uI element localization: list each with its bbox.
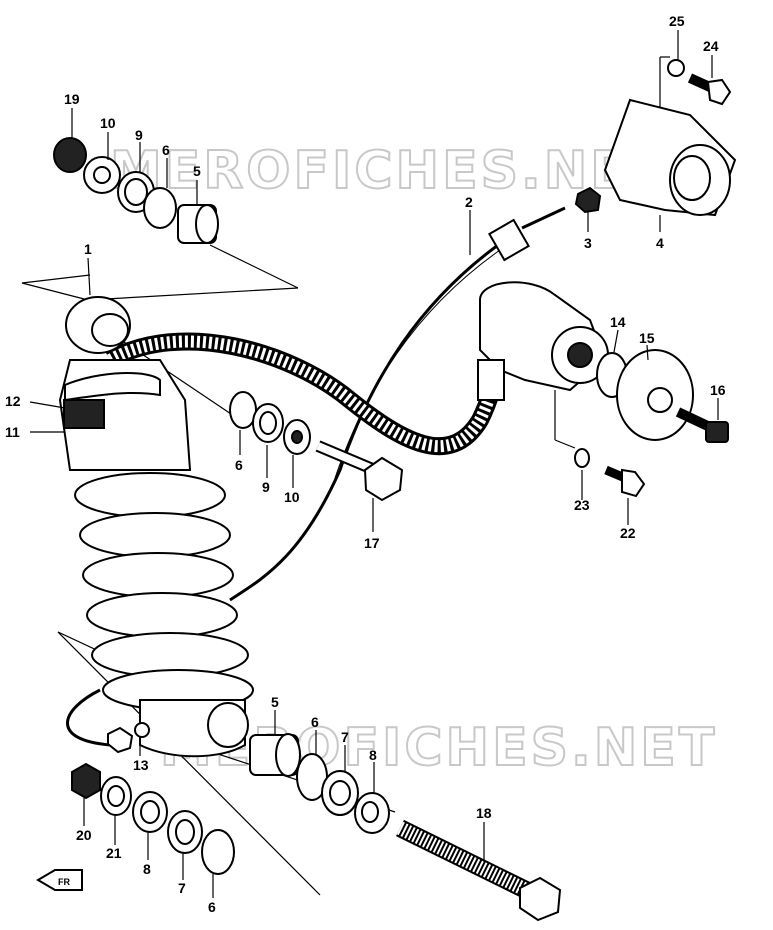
callout-17: 17: [364, 535, 380, 551]
callout-20: 20: [76, 827, 92, 843]
callout-6-middle: 6: [235, 457, 243, 473]
callout-23: 23: [574, 497, 590, 513]
bolt-18-head: [519, 876, 562, 922]
callout-10-top: 10: [100, 115, 116, 131]
nut-19: [53, 137, 87, 173]
callout-5-top: 5: [193, 163, 201, 179]
bolt-18: [396, 819, 562, 922]
reservoir-assembly: [477, 281, 729, 443]
upper-bushing-set: [53, 137, 219, 244]
oring-6d: [201, 829, 235, 875]
callout-7-right: 7: [341, 729, 349, 745]
callout-6-top: 6: [162, 142, 170, 158]
nut-3: [574, 186, 602, 214]
callout-19: 19: [64, 91, 80, 107]
callout-14: 14: [610, 314, 626, 330]
callout-10-middle: 10: [284, 489, 300, 505]
callout-1: 1: [84, 241, 92, 257]
callout-7-left: 7: [178, 880, 186, 896]
reservoir-neck: [477, 359, 505, 401]
front-arrow-label: FR: [58, 877, 70, 887]
callout-2: 2: [465, 194, 473, 210]
callout-6-bottom: 6: [311, 714, 319, 730]
callout-13: 13: [133, 757, 149, 773]
callout-12: 12: [5, 393, 21, 409]
bolt-17-head: [363, 456, 404, 502]
callout-24: 24: [703, 38, 719, 54]
callout-22: 22: [620, 525, 636, 541]
washer-25: [667, 59, 685, 77]
callout-21: 21: [106, 845, 122, 861]
lower-bushing-left: [71, 722, 235, 875]
lower-bushing-right: [249, 733, 390, 834]
callout-9-top: 9: [135, 127, 143, 143]
callout-16: 16: [710, 382, 726, 398]
bolt-22: [621, 468, 646, 498]
callout-6-lower-left: 6: [208, 899, 216, 915]
preload-adjuster: [63, 399, 105, 429]
hose-fitting: [488, 218, 530, 262]
front-arrow-icon: FR: [36, 869, 83, 891]
adjuster-hose: [66, 206, 566, 747]
callout-3: 3: [584, 235, 592, 251]
callout-25: 25: [669, 13, 685, 29]
callout-leaders: [29, 30, 719, 898]
callout-5-bottom: 5: [271, 694, 279, 710]
callout-8-left: 8: [143, 861, 151, 877]
callout-15: 15: [639, 330, 655, 346]
remote-adjuster: [574, 59, 737, 217]
middle-fasteners: [229, 391, 404, 502]
callout-18: 18: [476, 805, 492, 821]
oring-6: [143, 187, 177, 229]
callout-9-middle: 9: [262, 479, 270, 495]
callout-11: 11: [5, 424, 20, 440]
hose-nut: [107, 726, 134, 754]
washer-23: [574, 448, 590, 468]
bolt-24: [706, 78, 732, 106]
reservoir-hose: [105, 332, 504, 456]
nut-20: [71, 762, 101, 800]
callout-8-right: 8: [369, 747, 377, 763]
watermark-top: MEROFICHES.NET: [110, 141, 667, 201]
spring: [74, 472, 254, 711]
callout-numbers: 1 2 3 4 5 5 6 6 6 6 7 7 8 8 9 9 10 10 11…: [5, 13, 726, 915]
shock-absorber: [58, 296, 254, 758]
fitting-13: [134, 722, 150, 738]
bolt-16: [705, 421, 729, 443]
callout-4: 4: [656, 235, 664, 251]
lower-right-fasteners: [574, 448, 646, 498]
